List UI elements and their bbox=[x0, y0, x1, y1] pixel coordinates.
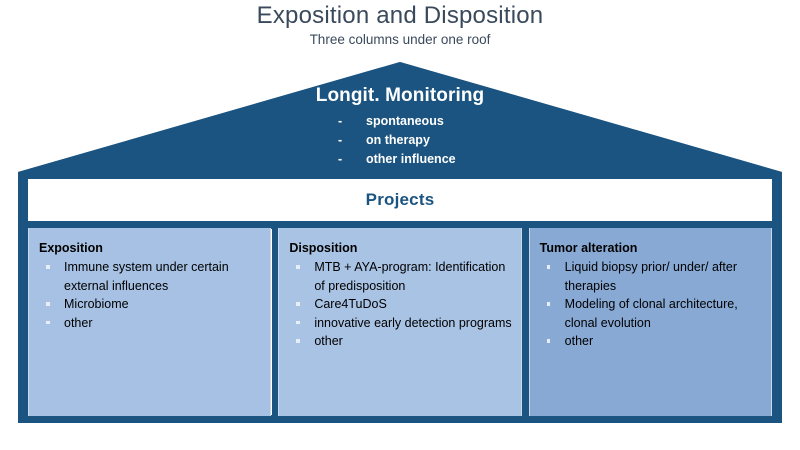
roof-body bbox=[18, 62, 782, 179]
bullet-icon bbox=[546, 265, 551, 269]
title-block: Exposition and Disposition Three columns… bbox=[0, 2, 800, 49]
projects-band: Projects bbox=[28, 179, 772, 221]
roof-list-item: - spontaneous bbox=[338, 112, 500, 131]
list-item: Care4TuDoS bbox=[289, 295, 512, 314]
column-divider-1 bbox=[272, 228, 280, 416]
list-item-label: Microbiome bbox=[64, 297, 129, 311]
column-exposition: Exposition Immune system under certain e… bbox=[28, 228, 272, 416]
bullet-icon bbox=[296, 320, 300, 324]
column-tumor-alteration: Tumor alteration Liquid biopsy prior/ un… bbox=[528, 228, 772, 416]
list-item-label: Immune system under certain external inf… bbox=[64, 260, 229, 293]
roof-list-item: - on therapy bbox=[338, 131, 500, 150]
list-item: other bbox=[540, 332, 763, 351]
page-subtitle: Three columns under one roof bbox=[309, 32, 491, 47]
list-item-label: innovative early detection programs bbox=[314, 315, 512, 330]
list-item: Immune system under certain external inf… bbox=[39, 258, 262, 295]
list-item: other bbox=[289, 332, 512, 351]
column-item-list: MTB + AYA-program: Identification of pre… bbox=[289, 258, 512, 351]
list-item-label: other bbox=[314, 334, 343, 348]
bullet-icon bbox=[296, 265, 300, 269]
column-item-list: Immune system under certain external inf… bbox=[39, 258, 262, 332]
bullet-icon bbox=[46, 265, 50, 269]
column-heading: Exposition bbox=[39, 241, 103, 255]
page-title: Exposition and Disposition bbox=[256, 2, 544, 29]
list-item: other bbox=[39, 314, 262, 333]
list-item: Liquid biopsy prior/ under/ after therap… bbox=[540, 258, 763, 295]
band-divider bbox=[18, 221, 782, 229]
roof-item-label: spontaneous bbox=[366, 114, 444, 128]
list-item-label: other bbox=[64, 315, 93, 330]
roof-content: Longit. Monitoring - spontaneous - on th… bbox=[300, 84, 500, 169]
list-item-label: other bbox=[564, 334, 594, 348]
bullet-icon bbox=[546, 339, 551, 343]
bullet-icon bbox=[46, 320, 50, 324]
list-item: MTB + AYA-program: Identification of pre… bbox=[289, 258, 512, 295]
column-heading: Disposition bbox=[289, 241, 358, 255]
roof-item-label: on therapy bbox=[366, 133, 430, 147]
projects-label: Projects bbox=[365, 190, 435, 209]
floor bbox=[18, 415, 782, 423]
column-item-list: Liquid biopsy prior/ under/ after therap… bbox=[540, 258, 763, 351]
list-item-label: Liquid biopsy prior/ under/ after therap… bbox=[564, 260, 737, 293]
roof-title: Longit. Monitoring bbox=[315, 85, 485, 106]
bullet-icon bbox=[546, 302, 551, 306]
dash-marker: - bbox=[338, 114, 343, 128]
bullet-icon bbox=[296, 339, 300, 343]
roof-item-label: other influence bbox=[366, 152, 456, 166]
right-wall bbox=[771, 172, 782, 423]
list-item: Modeling of clonal architecture, clonal … bbox=[540, 295, 763, 332]
dash-marker: - bbox=[338, 133, 343, 147]
list-item-label: Care4TuDoS bbox=[314, 297, 387, 311]
left-wall bbox=[18, 172, 29, 423]
list-item-label: MTB + AYA-program: Identification of pre… bbox=[314, 260, 506, 293]
list-item: innovative early detection programs bbox=[289, 314, 512, 333]
column-divider-2 bbox=[521, 228, 529, 416]
column-disposition: Disposition MTB + AYA-program: Identific… bbox=[278, 228, 522, 416]
columns-container: Exposition Immune system under certain e… bbox=[28, 228, 772, 416]
dash-marker: - bbox=[338, 152, 343, 166]
list-item: Microbiome bbox=[39, 295, 262, 314]
bullet-icon bbox=[296, 302, 300, 306]
list-item-label: Modeling of clonal architecture, clonal … bbox=[564, 297, 738, 330]
column-heading: Tumor alteration bbox=[539, 241, 638, 255]
roof-list-item: - other influence bbox=[338, 150, 500, 169]
roof-item-list: - spontaneous - on therapy - other influ… bbox=[300, 112, 500, 169]
bullet-icon bbox=[46, 302, 50, 306]
